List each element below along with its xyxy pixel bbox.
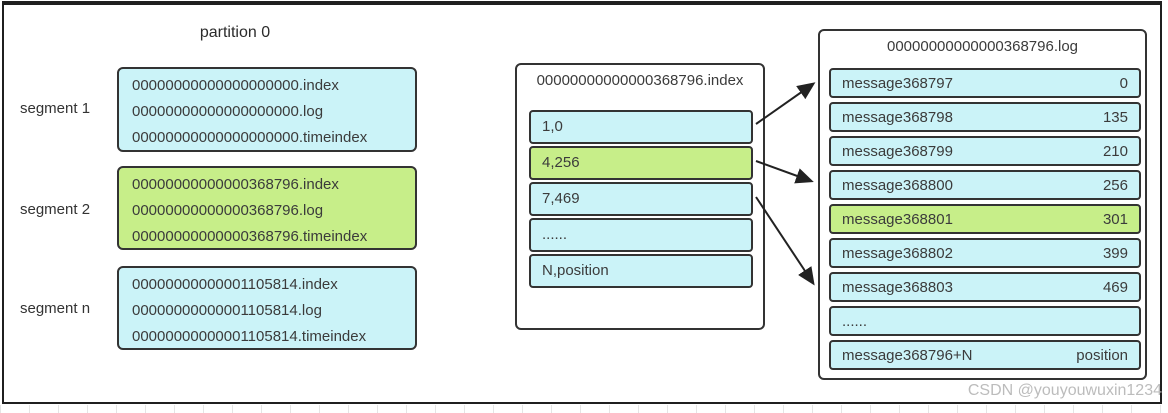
segment-n-files-box: 00000000000001105814.index 0000000000000… (117, 266, 417, 350)
log-message: message368800 (842, 176, 953, 194)
log-entry-highlighted: message368801 301 (829, 204, 1141, 234)
log-message: message368799 (842, 142, 953, 160)
log-position: 301 (1102, 210, 1128, 228)
file-name: 00000000000000368796.log (132, 202, 324, 219)
log-position: 0 (1119, 74, 1128, 92)
index-entry: 1,0 (529, 110, 753, 144)
log-position: 256 (1102, 176, 1128, 194)
segment-2-files-box: 00000000000000368796.index 0000000000000… (117, 166, 417, 250)
log-file-box: 00000000000000368796.log message368797 0… (818, 29, 1147, 380)
index-entry: ...... (529, 218, 753, 252)
log-position: 135 (1102, 108, 1128, 126)
segment-1-files-box: 00000000000000000000.index 0000000000000… (117, 67, 417, 152)
file-name: 00000000000001105814.log (132, 302, 322, 319)
log-message: message368801 (842, 210, 953, 228)
background-gridline-artifact (0, 405, 1168, 413)
index-entries: 1,0 4,256 7,469 ...... N,position (529, 110, 753, 290)
log-entry: message368796+N position (829, 340, 1141, 370)
file-name: 00000000000000368796.index (132, 176, 339, 193)
index-file-title: 00000000000000368796.index (536, 72, 744, 89)
log-entry: ...... (829, 306, 1141, 336)
log-position: 210 (1102, 142, 1128, 160)
file-name: 00000000000001105814.index (132, 276, 338, 293)
segment-1-label: segment 1 (20, 100, 91, 117)
log-message: message368802 (842, 244, 953, 262)
partition-frame (2, 1, 1162, 404)
file-name: 00000000000000000000.timeindex (132, 129, 368, 146)
segment-2-label: segment 2 (20, 201, 91, 218)
index-file-box: 00000000000000368796.index 1,0 4,256 7,4… (515, 63, 765, 330)
log-message: ...... (842, 312, 868, 330)
log-position: 469 (1102, 278, 1128, 296)
log-entries: message368797 0 message368798 135 messag… (829, 68, 1141, 374)
log-entry: message368799 210 (829, 136, 1141, 166)
log-entry: message368803 469 (829, 272, 1141, 302)
log-message: message368803 (842, 278, 953, 296)
log-position: position (1076, 346, 1128, 364)
index-entry: 7,469 (529, 182, 753, 216)
file-name: 00000000000000000000.log (132, 103, 324, 120)
log-entry: message368797 0 (829, 68, 1141, 98)
log-message: message368797 (842, 74, 953, 92)
log-file-title: 00000000000000368796.log (886, 38, 1079, 55)
log-entry: message368800 256 (829, 170, 1141, 200)
index-entry-highlighted: 4,256 (529, 146, 753, 180)
csdn-watermark: CSDN @youyouwuxin1234 (967, 382, 1162, 399)
file-name: 00000000000000368796.timeindex (132, 228, 368, 245)
log-message: message368796+N (842, 346, 973, 364)
log-position: 399 (1102, 244, 1128, 262)
index-entry: N,position (529, 254, 753, 288)
file-name: 00000000000001105814.timeindex (132, 328, 367, 345)
log-entry: message368798 135 (829, 102, 1141, 132)
partition-title: partition 0 (199, 24, 271, 41)
log-entry: message368802 399 (829, 238, 1141, 268)
segment-n-label: segment n (20, 300, 91, 317)
log-message: message368798 (842, 108, 953, 126)
file-name: 00000000000000000000.index (132, 77, 339, 94)
